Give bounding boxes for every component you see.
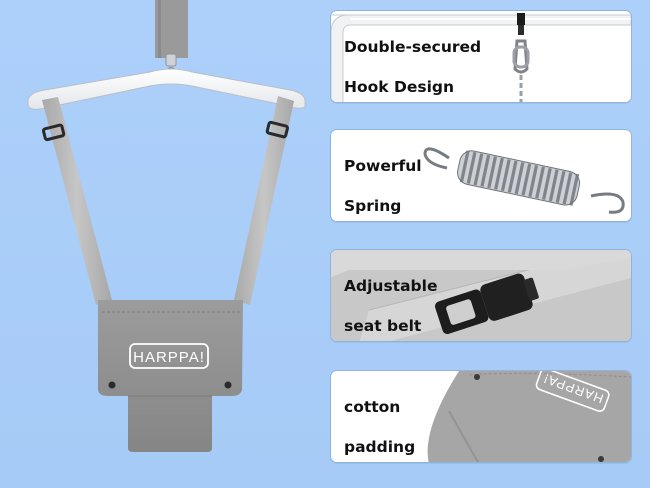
feature-label-seat-belt: Adjustable seat belt	[344, 256, 437, 336]
feature-label-line: Double-secured	[344, 37, 482, 56]
hanger-bar	[27, 68, 306, 110]
feature-label-line: Powerful	[344, 156, 422, 175]
right-shoulder-strap	[234, 96, 294, 305]
spring-photo	[331, 130, 631, 221]
seat-panel	[98, 300, 243, 452]
left-shoulder-strap	[42, 97, 112, 305]
hanger-connector	[165, 53, 177, 67]
padding-photo: HARPPA!	[331, 371, 631, 462]
feature-card-spring: Powerful Spring	[330, 129, 632, 222]
feature-label-spring: Powerful Spring	[344, 136, 422, 216]
feature-label-line: Adjustable	[344, 276, 438, 295]
buckle-photo	[331, 250, 631, 341]
feature-label-line: cotton	[344, 397, 401, 416]
feature-label-line: padding	[344, 437, 416, 456]
feature-label-padding: cotton padding	[344, 377, 415, 457]
feature-label-line: Spring	[344, 196, 402, 215]
feature-card-hook: Double-secured Hook Design	[330, 10, 632, 103]
hook-photo	[331, 11, 631, 102]
left-strap-buckle	[41, 123, 66, 142]
feature-label-line: Hook Design	[344, 77, 455, 96]
right-strap-buckle	[265, 120, 289, 139]
seat-brand-logo: HARPPA!	[133, 349, 205, 366]
seat-snap-button	[224, 381, 232, 389]
feature-card-padding: HARPPA! cotton padding	[330, 370, 632, 463]
seat-snap-button	[108, 381, 116, 389]
feature-card-seat-belt: Adjustable seat belt	[330, 249, 632, 342]
baby-jumper-product-image: HARPPA!	[27, 0, 306, 452]
feature-label-line: seat belt	[344, 316, 422, 335]
feature-label-hook: Double-secured Hook Design	[344, 17, 481, 97]
